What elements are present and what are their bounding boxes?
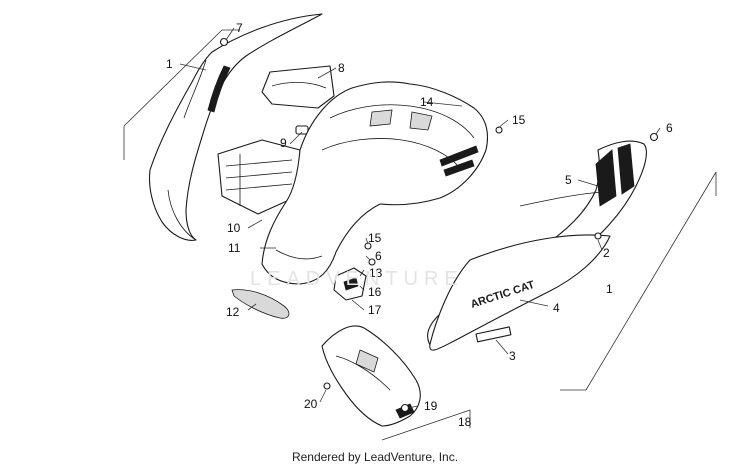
stripe-decal xyxy=(595,143,635,207)
fastener-9 xyxy=(295,125,309,135)
group-bracket-bottom xyxy=(381,409,471,441)
callout-2: 2 xyxy=(603,246,610,260)
callout-16: 16 xyxy=(368,285,382,299)
callout-5: 5 xyxy=(565,173,572,187)
deflector-panel xyxy=(261,65,335,109)
fastener-7 xyxy=(219,37,229,47)
callout-1-right: 1 xyxy=(606,282,613,296)
hood-assembly xyxy=(261,81,489,285)
mounting-clip xyxy=(333,242,376,301)
callout-7: 7 xyxy=(236,21,243,35)
callout-19: 19 xyxy=(424,399,438,413)
model-decal xyxy=(475,326,512,343)
callout-10: 10 xyxy=(227,221,241,235)
callout-6-lower: 6 xyxy=(375,249,382,263)
callout-11: 11 xyxy=(228,241,241,255)
callout-13: 13 xyxy=(369,266,383,280)
callout-14: 14 xyxy=(420,95,434,109)
callout-15-lower: 15 xyxy=(368,231,382,245)
leader-lines xyxy=(179,27,661,409)
group-bracket-left xyxy=(123,29,240,160)
callout-12: 12 xyxy=(226,305,240,319)
callout-4: 4 xyxy=(553,301,560,315)
fastener-15-upper xyxy=(495,126,503,134)
callout-9: 9 xyxy=(280,136,287,150)
callout-6-upper: 6 xyxy=(666,121,673,135)
render-credit: Rendered by LeadVenture, Inc. xyxy=(291,450,459,464)
callout-18: 18 xyxy=(458,415,472,429)
callout-1-left: 1 xyxy=(166,57,173,71)
callout-17: 17 xyxy=(368,303,382,317)
fastener-2 xyxy=(594,232,602,240)
fastener-6-upper xyxy=(649,132,659,142)
watermark: LEADVENTURE xyxy=(250,268,464,290)
left-side-panel xyxy=(148,13,323,241)
lower-front-panel xyxy=(321,325,421,427)
grille-insert xyxy=(217,139,301,215)
callout-15-upper: 15 xyxy=(512,113,526,127)
callout-labels: 1 1 2 3 4 5 6 6 7 8 9 10 11 12 13 14 15 … xyxy=(166,21,673,429)
right-side-panel xyxy=(427,140,647,351)
callout-3: 3 xyxy=(509,349,516,363)
callout-20: 20 xyxy=(304,397,318,411)
headlight-lens xyxy=(231,289,290,319)
group-bracket-right xyxy=(560,171,717,391)
callout-8: 8 xyxy=(338,61,345,75)
